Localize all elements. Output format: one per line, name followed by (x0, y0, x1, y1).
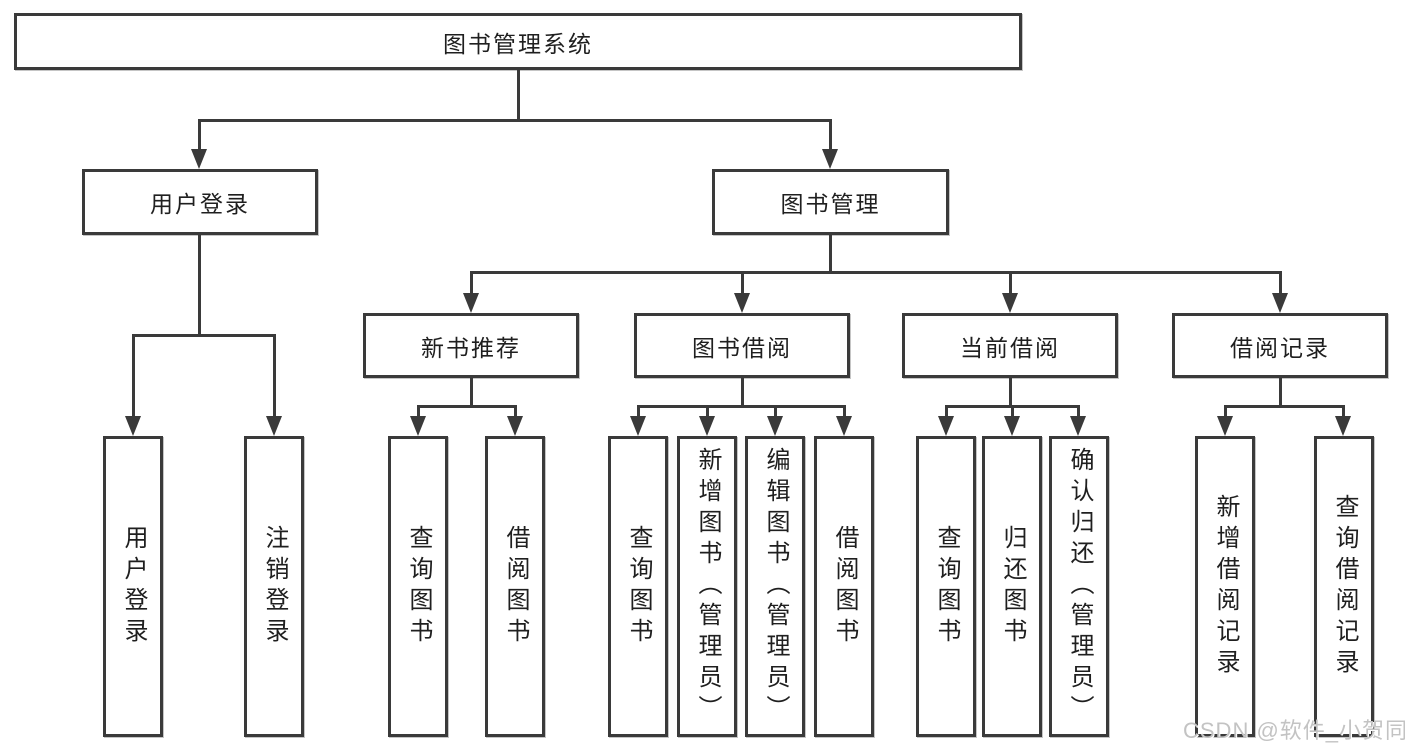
node-borrowing-records: 借阅记录 (1172, 313, 1388, 378)
leaf-current-query-books: 查询图书 (916, 436, 976, 737)
edge-to-book-borrowing (741, 271, 744, 295)
leaf-add-borrow-record: 新增借阅记录 (1195, 436, 1255, 737)
node-book-management: 图书管理 (712, 169, 949, 235)
node-current-borrowing: 当前借阅 (902, 313, 1118, 378)
csdn-watermark: CSDN @软件_小贺同学 (1183, 718, 1405, 743)
edge-to-confirm-return (1077, 405, 1080, 419)
leaf-logout: 注销登录 (244, 436, 304, 737)
leaf-query-borrow-record: 查询借阅记录 (1314, 436, 1374, 737)
arrowhead-query-record (1335, 416, 1351, 436)
node-book-borrowing: 图书借阅 (634, 313, 850, 378)
edge-to-borrowing-records (1279, 271, 1282, 295)
edge-records-stem (1279, 378, 1282, 408)
edge-user-login-stem (198, 235, 201, 337)
edge-to-recommend-query (417, 405, 420, 419)
arrowhead-leaf-logout (266, 416, 282, 436)
arrowhead-recommend-borrow (507, 416, 523, 436)
leaf-return-books: 归还图书 (982, 436, 1042, 737)
edge-borrowing-branch (637, 405, 845, 408)
arrowhead-book-management (822, 149, 838, 169)
edge-to-user-login (198, 119, 201, 153)
arrowhead-current-query (938, 416, 954, 436)
leaf-recommend-query-books: 查询图书 (388, 436, 448, 737)
edge-to-current-query (945, 405, 948, 419)
arrowhead-add-record (1217, 416, 1233, 436)
arrowhead-book-borrowing (734, 293, 750, 313)
edge-to-add-books (706, 405, 709, 419)
node-root-system: 图书管理系统 (14, 13, 1022, 70)
leaf-borrow-books: 借阅图书 (814, 436, 874, 737)
arrowhead-borrowing-records (1272, 293, 1288, 313)
arrowhead-recommend-query (410, 416, 426, 436)
edge-to-borrow-books (843, 405, 846, 419)
edge-level3-branch (470, 271, 1281, 274)
edge-records-branch (1224, 405, 1345, 408)
leaf-borrowing-query-books: 查询图书 (608, 436, 668, 737)
node-user-login: 用户登录 (82, 169, 318, 235)
edge-recommend-stem (470, 378, 473, 408)
leaf-confirm-return-admin: 确认归还（管理员） (1049, 436, 1109, 737)
edge-to-book-management (829, 119, 832, 153)
edge-to-borrowing-query (637, 405, 640, 419)
edge-to-edit-books (774, 405, 777, 419)
edge-borrowing-stem (741, 378, 744, 408)
edge-user-login-branch (132, 334, 276, 337)
edge-to-add-record (1224, 405, 1227, 419)
arrowhead-borrow-books (836, 416, 852, 436)
edge-book-management-stem (829, 235, 832, 274)
arrowhead-current-borrowing (1002, 293, 1018, 313)
arrowhead-edit-books (767, 416, 783, 436)
edge-to-leaf-user-login (132, 334, 135, 418)
edge-to-leaf-logout (273, 334, 276, 418)
arrowhead-leaf-user-login (125, 416, 141, 436)
leaf-recommend-borrow-books: 借阅图书 (485, 436, 545, 737)
edge-recommend-branch (417, 405, 517, 408)
arrowhead-borrowing-query (630, 416, 646, 436)
edge-to-return-books (1011, 405, 1014, 419)
edge-level2-branch (198, 119, 832, 122)
leaf-add-books-admin: 新增图书（管理员） (677, 436, 737, 737)
node-new-book-recommend: 新书推荐 (363, 313, 579, 378)
edge-to-recommend-borrow (514, 405, 517, 419)
leaf-user-login: 用户登录 (103, 436, 163, 737)
edge-to-query-record (1342, 405, 1345, 419)
edge-root-stem (517, 70, 520, 122)
edge-to-new-book-recommend (470, 271, 473, 295)
leaf-edit-books-admin: 编辑图书（管理员） (745, 436, 805, 737)
arrowhead-add-books (699, 416, 715, 436)
edge-current-stem (1009, 378, 1012, 408)
arrowhead-user-login (191, 149, 207, 169)
arrowhead-confirm-return (1070, 416, 1086, 436)
arrowhead-return-books (1004, 416, 1020, 436)
edge-to-current-borrowing (1009, 271, 1012, 295)
arrowhead-new-book-recommend (463, 293, 479, 313)
